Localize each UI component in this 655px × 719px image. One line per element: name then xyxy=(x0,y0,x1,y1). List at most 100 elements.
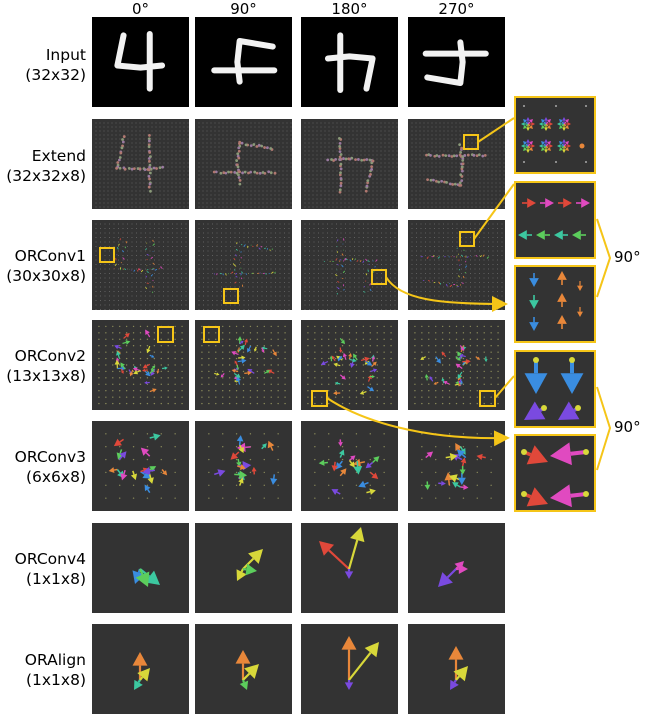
cell-orconv3-3 xyxy=(408,421,505,511)
arrow-glyph xyxy=(577,281,583,291)
feature-dot xyxy=(339,184,343,188)
arrow-glyph xyxy=(342,260,345,262)
arrow-glyph xyxy=(433,381,439,385)
arrow-glyph xyxy=(458,378,462,384)
arrow-glyph xyxy=(336,286,340,290)
feature-dot xyxy=(235,163,239,167)
feature-dot xyxy=(475,154,479,158)
row-name: ORConv1 xyxy=(14,247,86,265)
feature-dot xyxy=(122,135,126,138)
feature-dot xyxy=(477,153,481,157)
arrow-glyph xyxy=(339,338,346,345)
arrow-glyph xyxy=(238,477,244,486)
dot-grid xyxy=(411,223,503,310)
arrow-glyph xyxy=(527,141,533,147)
arrow-glyph xyxy=(342,352,347,360)
arrow-glyph xyxy=(140,269,144,273)
arrow-glyph xyxy=(464,260,467,263)
arrow-glyph xyxy=(268,272,271,274)
arrow-glyph xyxy=(150,256,153,259)
arrow-glyph xyxy=(476,453,486,461)
cell-orconv4-0 xyxy=(92,523,189,613)
arrow-glyph xyxy=(160,266,163,270)
feature-dot xyxy=(227,170,230,174)
arrow-glyph xyxy=(122,268,124,270)
arrow-glyph xyxy=(557,293,567,307)
arrow-glyph xyxy=(341,278,344,280)
feature-dot xyxy=(260,144,264,148)
arrow-glyph xyxy=(344,680,354,690)
arrow-glyph xyxy=(333,390,341,396)
arrow-glyph xyxy=(373,270,375,273)
cell-orconv1-3 xyxy=(408,220,505,310)
arrow-glyph xyxy=(259,272,261,274)
arrow-glyph xyxy=(129,369,134,377)
feature-dot xyxy=(237,149,241,153)
cell-oralign-0 xyxy=(92,624,189,714)
feature-dot xyxy=(338,190,342,194)
arrow-glyph xyxy=(577,307,583,317)
arrow-glyph xyxy=(323,260,326,262)
arrow-glyph xyxy=(237,358,247,364)
arrow-glyph xyxy=(443,256,446,258)
arrow-glyph xyxy=(247,368,255,374)
zoom-panel-orconv2-b xyxy=(514,434,596,512)
feature-dot xyxy=(460,169,464,173)
arrow-glyph xyxy=(444,472,454,486)
feature-dot xyxy=(130,167,134,171)
arrow-glyph xyxy=(244,370,252,376)
arrow-glyph xyxy=(336,292,338,295)
arrow-glyph xyxy=(262,272,266,274)
arrow-glyph xyxy=(245,273,247,276)
arrow-glyph xyxy=(360,356,370,362)
arrow-glyph xyxy=(161,469,168,476)
arrow-glyph xyxy=(353,461,363,475)
arrow-glyph xyxy=(152,239,154,243)
arrow-glyph xyxy=(336,246,338,248)
arrow-glyph xyxy=(253,346,257,352)
arrow-glyph xyxy=(146,271,150,273)
dot-grid xyxy=(201,325,286,405)
arrow-glyph xyxy=(557,271,567,285)
feature-dot xyxy=(243,170,247,174)
feature-dot xyxy=(458,153,462,157)
arrow-glyph xyxy=(146,345,151,354)
arrow-glyph xyxy=(465,265,467,268)
arrow-glyph xyxy=(342,284,345,287)
arrow-glyph xyxy=(335,258,338,260)
cell-orconv2-2 xyxy=(301,320,398,410)
arrow-glyph xyxy=(523,445,548,465)
arrow-glyph xyxy=(230,451,240,460)
arrow-glyph xyxy=(374,266,377,268)
arrow-glyph xyxy=(150,365,156,370)
arrow-origin xyxy=(583,449,589,455)
dot-grid xyxy=(411,122,505,208)
arrow-glyph xyxy=(365,272,368,276)
feature-dot xyxy=(481,154,485,158)
arrow-glyph xyxy=(429,376,434,382)
arrow-glyph xyxy=(339,374,346,380)
feature-dot xyxy=(364,189,368,193)
cell-oralign-2 xyxy=(301,624,398,714)
cell-orconv3-2 xyxy=(301,421,398,511)
arrow-glyph xyxy=(356,260,359,262)
arrow-glyph xyxy=(240,257,242,259)
column-header-270: 270° xyxy=(438,0,475,18)
arrow-glyph xyxy=(137,270,139,272)
arrow-glyph xyxy=(233,372,241,378)
arrow-glyph xyxy=(536,230,550,240)
arrow-glyph xyxy=(123,332,130,339)
arrow-glyph xyxy=(266,248,268,251)
arrow-glyph xyxy=(114,359,120,369)
arrow-origin xyxy=(521,449,527,455)
arrow-glyph xyxy=(463,249,465,252)
arrow-glyph xyxy=(460,283,462,286)
feature-dot xyxy=(453,182,457,186)
arrow-glyph xyxy=(347,527,365,570)
feature-dot xyxy=(236,165,240,169)
feature-dot xyxy=(450,155,454,158)
arrow-glyph xyxy=(370,471,379,479)
feature-dot xyxy=(437,155,441,158)
arrow-glyph xyxy=(523,487,548,507)
cell-orconv3-0 xyxy=(92,421,189,511)
